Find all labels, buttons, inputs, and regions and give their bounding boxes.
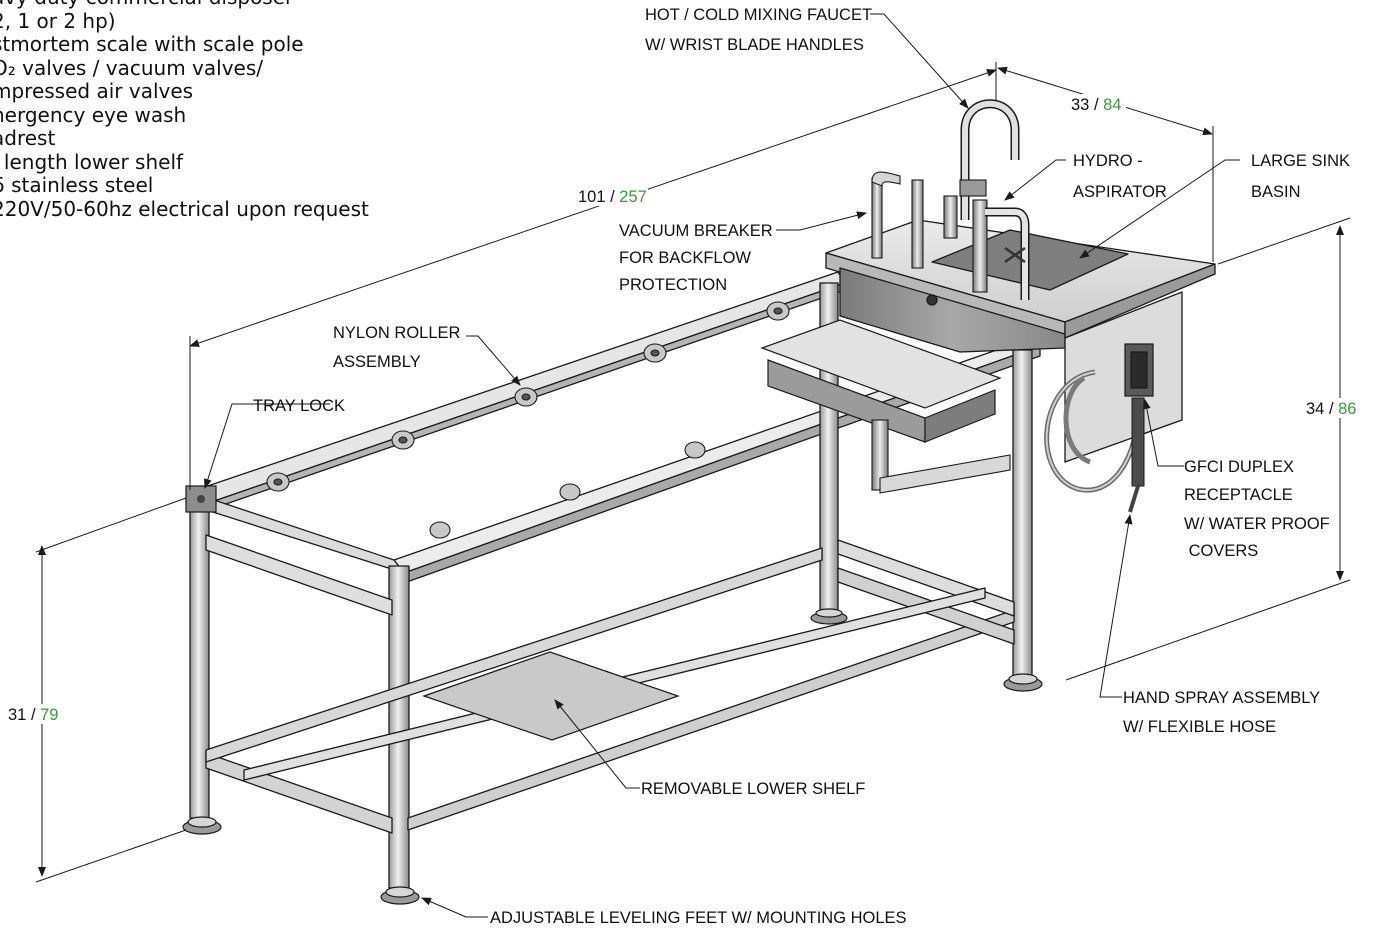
shelf-height-dimension: 31 / 79 (8, 706, 58, 724)
tray-lock-label: TRAY LOCK (253, 397, 345, 415)
gfci-box (1124, 343, 1154, 397)
sink-label-line2: BASIN (1251, 183, 1301, 201)
vacuum-label-line3: PROTECTION (619, 276, 727, 294)
callout-labels: HOT / COLD MIXING FAUCET W/ WRIST BLADE … (253, 6, 1350, 927)
vacuum-label-line1: VACUUM BREAKER (619, 222, 773, 240)
spray-label-line1: HAND SPRAY ASSEMBLY (1123, 689, 1320, 707)
hydro-label-line2: ASPIRATOR (1073, 183, 1167, 201)
front-right-leg (1012, 349, 1033, 681)
gfci-label-line1: GFCI DUPLEX (1184, 458, 1294, 476)
spec-item: stmortem scale with scale pole (0, 32, 304, 56)
gfci-label-line2: RECEPTACLE (1184, 486, 1293, 504)
spray-hose (1044, 369, 1145, 513)
length-imperial: 101 (578, 188, 606, 206)
spec-item: nergency eye wash (0, 102, 187, 127)
feet-label: ADJUSTABLE LEVELING FEET W/ MOUNTING HOL… (490, 909, 907, 927)
spec-item: 2, 1 or 2 hp) (0, 8, 116, 33)
spray-label-line2: W/ FLEXIBLE HOSE (1123, 718, 1276, 736)
vacuum-label-line2: FOR BACKFLOW (619, 249, 751, 267)
gfci-label-line4: COVERS (1184, 542, 1258, 560)
lower-shelf-panel (422, 651, 680, 741)
shelf-height-metric: 79 (40, 706, 58, 724)
faucet-label-line2: W/ WRIST BLADE HANDLES (645, 36, 864, 54)
nylon-label-line2: ASSEMBLY (333, 353, 421, 371)
spec-item: mpressed air valves (0, 79, 194, 103)
width-metric: 84 (1103, 96, 1121, 114)
leader-lines (203, 13, 1240, 918)
faucet-label-line1: HOT / COLD MIXING FAUCET (645, 6, 872, 24)
tray-lock-part (185, 485, 217, 513)
shelf-height-imperial: 31 (8, 706, 26, 724)
height-imperial: 34 (1306, 400, 1324, 418)
spec-item: adrest (0, 126, 56, 150)
drain-pipe (871, 419, 1011, 494)
back-top-rail (189, 271, 846, 508)
gfci-label-line3: W/ WATER PROOF (1184, 515, 1330, 533)
leveling-feet (182, 608, 1043, 905)
spec-item: 6 stainless steel (0, 173, 154, 197)
height-metric: 86 (1338, 400, 1356, 418)
shelf-label: REMOVABLE LOWER SHELF (641, 780, 865, 798)
sink-label-line1: LARGE SINK (1251, 152, 1350, 170)
nylon-label-line1: NYLON ROLLER (333, 324, 461, 342)
spec-item: avy duty commercial disposer (0, 0, 369, 10)
dimension-labels: 101 / 257 33 / 84 34 / 86 31 / 79 (8, 96, 1356, 724)
length-metric: 257 (619, 188, 647, 206)
width-imperial: 33 (1071, 96, 1089, 114)
hydro-label-line1: HYDRO - (1073, 152, 1143, 170)
spec-item: l length lower shelf (0, 149, 184, 174)
height-dimension: 34 / 86 (1306, 400, 1356, 418)
width-dimension: 33 / 84 (1071, 96, 1121, 114)
length-dimension: 101 / 257 (578, 188, 647, 206)
